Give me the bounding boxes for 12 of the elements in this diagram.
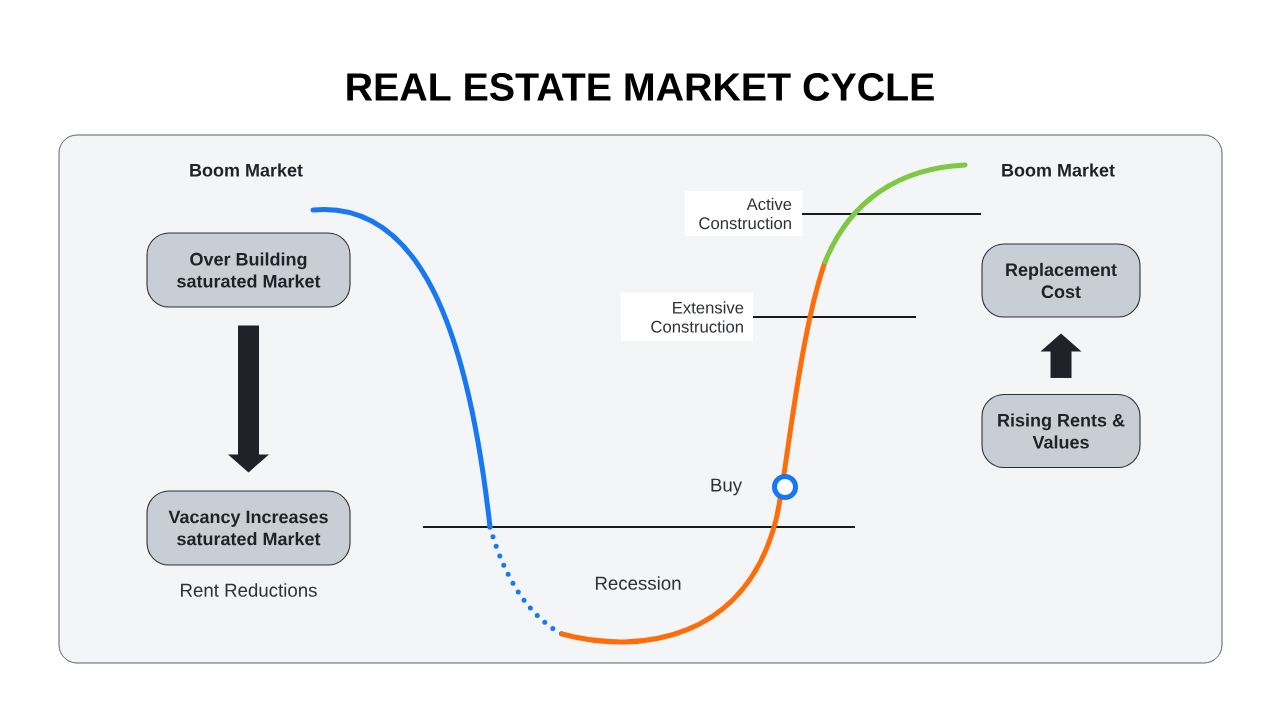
- stage-box: Replacement Cost: [981, 243, 1141, 318]
- phase-label: Recession: [595, 576, 681, 590]
- stage-box: Rising Rents & Values: [981, 393, 1141, 469]
- title: REAL ESTATE MARKET CYCLE: [347, 73, 934, 101]
- level-label: Extensive Construction: [621, 293, 753, 341]
- stage-box: Over Building saturated Market: [146, 232, 351, 308]
- level-label: Active Construction: [685, 191, 802, 236]
- stage-box: Vacancy Increases saturated Market: [146, 490, 351, 566]
- heading: Boom Market: [1002, 163, 1115, 177]
- node-note: Rent Reductions: [181, 583, 317, 597]
- phase-label: Buy: [711, 478, 743, 496]
- heading: Boom Market: [190, 163, 303, 177]
